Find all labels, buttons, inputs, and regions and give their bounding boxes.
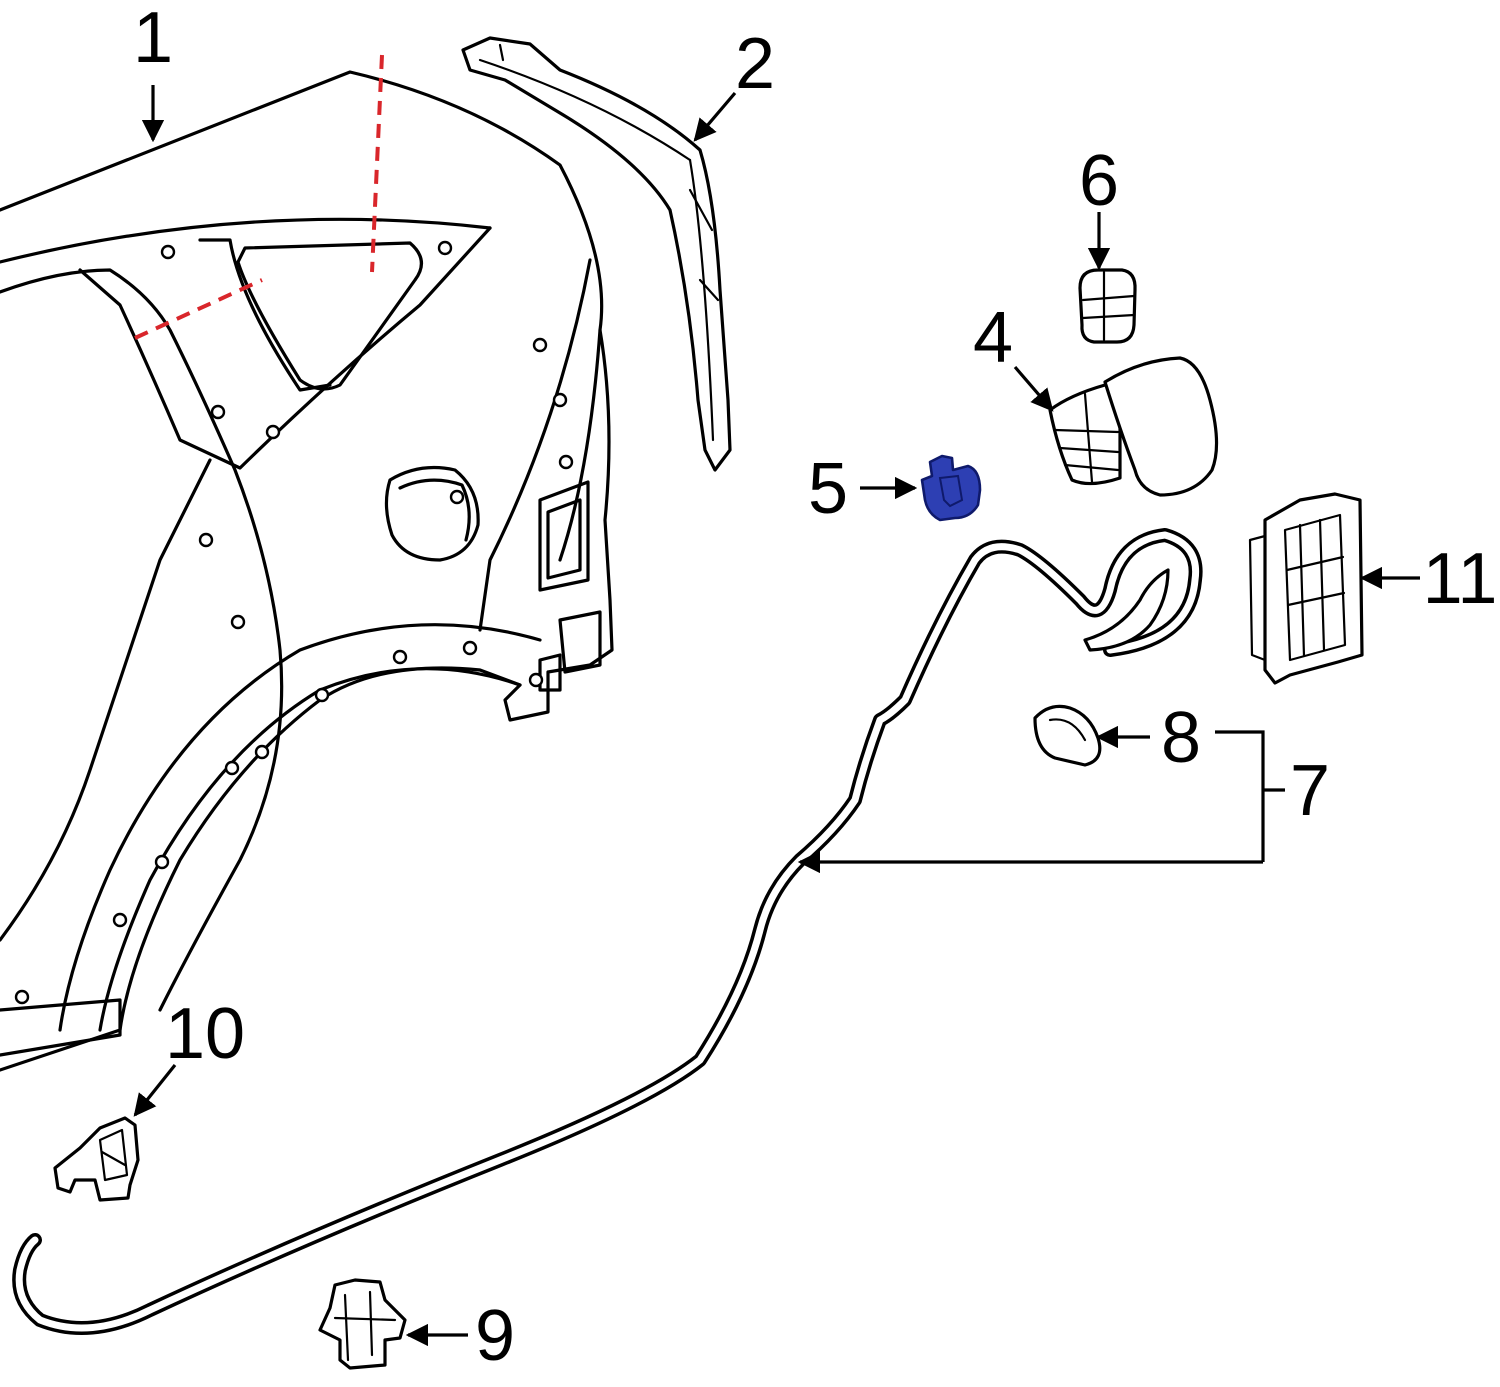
part-5-clip-highlighted[interactable]: [920, 454, 982, 522]
callout-2: 2: [735, 24, 775, 104]
callout-8: 8: [1161, 698, 1201, 778]
callout-4: 4: [973, 298, 1013, 378]
part-6-cap[interactable]: [1078, 268, 1137, 344]
cut-lines: [134, 54, 384, 340]
part-10-clip[interactable]: [53, 1116, 140, 1202]
part-11-bracket[interactable]: [1248, 492, 1364, 685]
callout-7: 7: [1290, 751, 1330, 831]
callout-10: 10: [165, 994, 245, 1074]
callout-6: 6: [1079, 141, 1119, 221]
part-1-quarter-panel[interactable]: [0, 70, 614, 1072]
leader-lines: [133, 85, 1420, 1347]
part-7-cable[interactable]: [12, 528, 1203, 1335]
part-4-fuel-door[interactable]: [1048, 356, 1219, 497]
part-2-rail[interactable]: [461, 36, 732, 472]
callout-labels: 1 2 6 4 5 11 8 7 10 9: [133, 0, 1497, 1376]
part-8-seal[interactable]: [1033, 704, 1102, 767]
callout-9: 9: [475, 1296, 515, 1376]
callout-1: 1: [133, 0, 173, 78]
part-9-clip[interactable]: [318, 1278, 407, 1370]
callout-5: 5: [808, 449, 848, 529]
callout-11: 11: [1423, 539, 1498, 619]
